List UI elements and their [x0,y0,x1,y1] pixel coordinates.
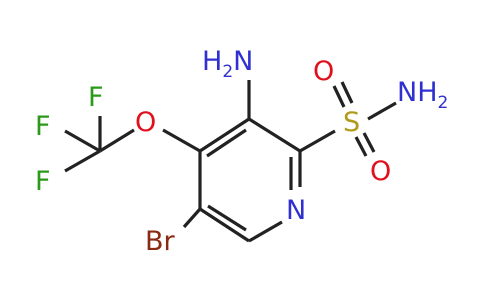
bond-s-o-bottom-2 [362,132,376,153]
sulfur-atom-label: S [343,107,360,138]
fluorine-left-label: F [35,111,51,142]
bond-s-o-top-2 [340,81,354,104]
ring-nitrogen-label: N [286,195,306,226]
bond-s-o-bottom-1 [354,136,368,157]
sulfonamide-label: NH2 [397,77,448,113]
bond-c3-c4 [199,117,250,153]
bond-s-o-top-1 [332,85,346,108]
bond-c4-ether-o [162,128,201,153]
bond-ether-o-cf3 [99,128,135,153]
bond-c5-c6-inner [207,204,247,232]
bond-c5-c6 [199,207,250,243]
bromine-label: Br [145,226,176,257]
bond-cf3-f-bottom [64,149,101,173]
bond-c2-sulfur [299,129,336,153]
amino-group-label: H2N [202,46,253,82]
bond-c5-bromine [182,207,202,229]
oxygen-top-label: O [313,56,334,87]
ether-oxygen-label: O [135,107,156,138]
bond-cf3-f-left [64,129,101,153]
bond-c3-c2 [248,117,301,153]
bond-c3-c4-inner [206,128,247,158]
fluorine-bottom-label: F [35,166,51,197]
bond-c6-n1 [248,220,283,243]
fluorine-top-label: F [88,82,104,113]
bond-s-nh2 [367,101,397,121]
oxygen-bottom-label: O [370,156,391,187]
